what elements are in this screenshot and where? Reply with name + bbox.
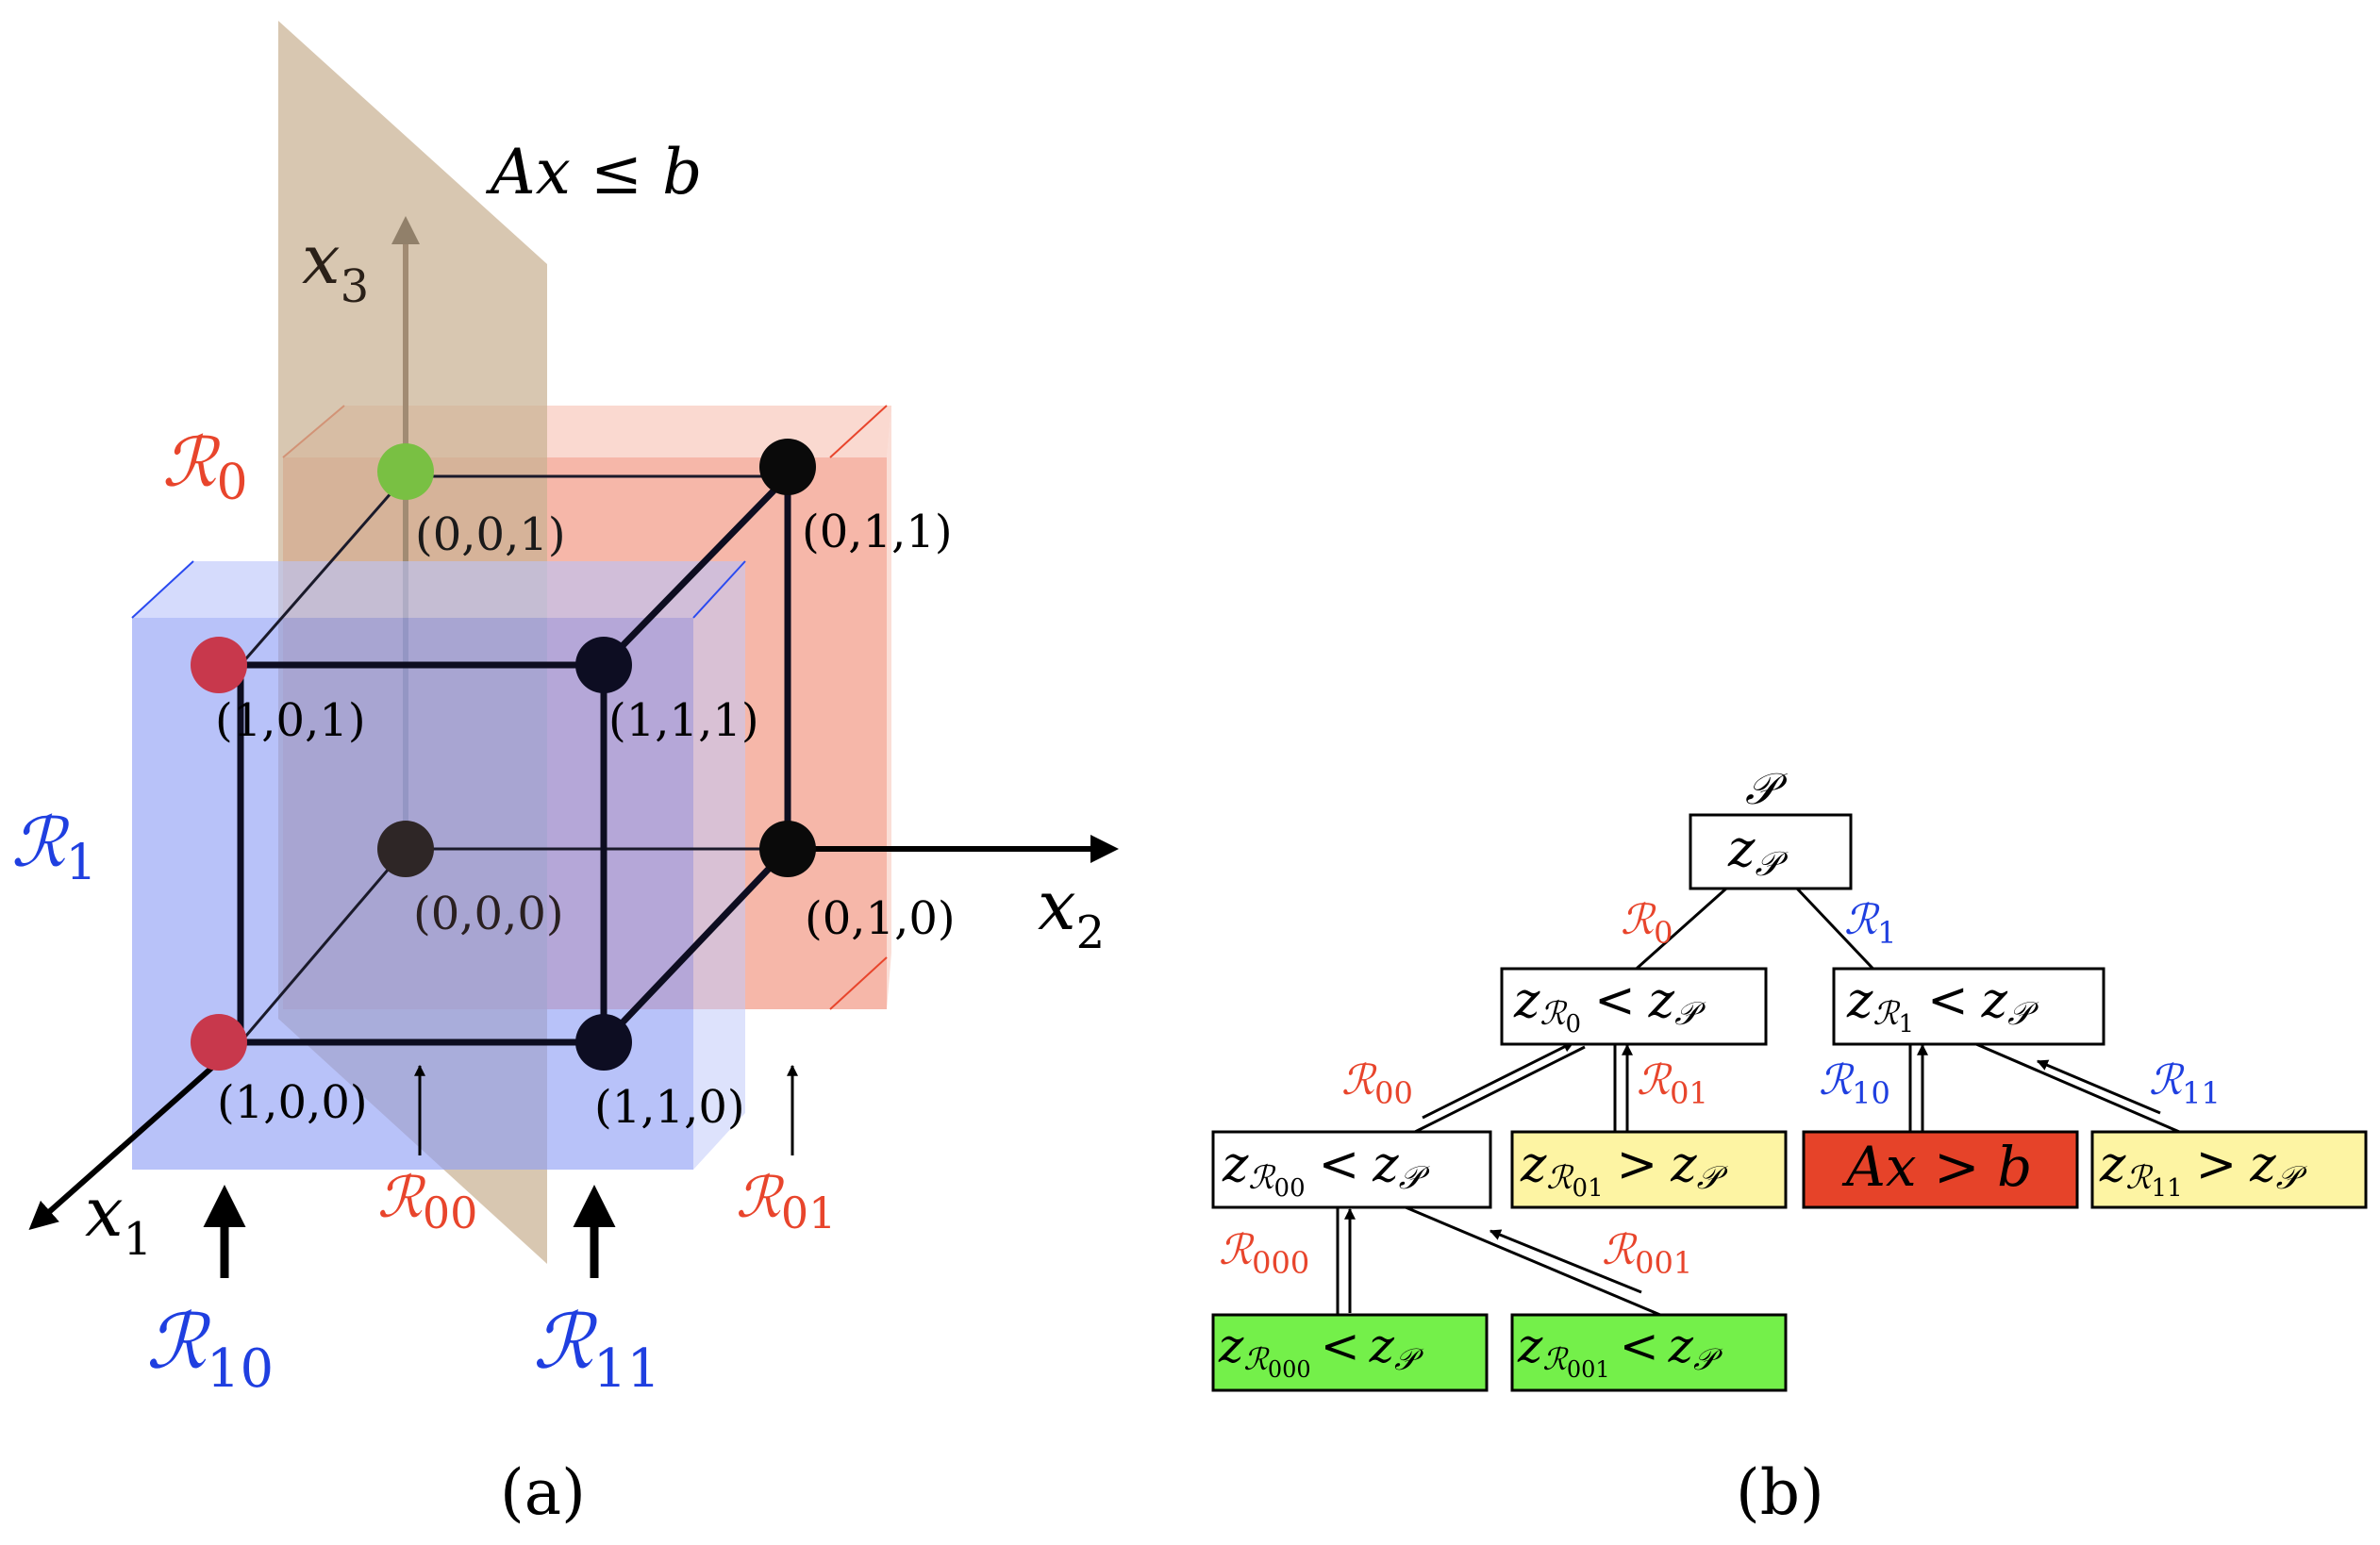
edge-label-r001: ℛ001 bbox=[1602, 1226, 1692, 1281]
svg-text:zℛ11>z𝒫: zℛ11>z𝒫 bbox=[2099, 1137, 2308, 1203]
label-v110: (1,1,0) bbox=[594, 1081, 745, 1134]
node-root: z𝒫 bbox=[1689, 813, 1853, 890]
node-r0: zℛ0<z𝒫 bbox=[1500, 967, 1768, 1046]
vertex-011 bbox=[759, 439, 816, 495]
cube-back-edges bbox=[239, 474, 788, 1043]
cube-front-edges bbox=[237, 473, 791, 1046]
vertices bbox=[191, 439, 816, 1071]
vertex-100 bbox=[191, 1014, 247, 1071]
edge-label-r00: ℛ00 bbox=[1341, 1056, 1413, 1111]
node-r001: zℛ001<z𝒫 bbox=[1510, 1313, 1788, 1392]
x1-label: x1 bbox=[85, 1172, 152, 1266]
vertex-001 bbox=[377, 443, 434, 500]
vertex-000 bbox=[377, 821, 434, 877]
label-v000: (0,0,0) bbox=[413, 888, 564, 940]
region-label-r11: ℛ11 bbox=[533, 1298, 660, 1400]
node-r01: zℛ01>z𝒫 bbox=[1510, 1130, 1788, 1209]
vertex-110 bbox=[575, 1014, 632, 1071]
vertex-101 bbox=[191, 637, 247, 693]
region-label-r0: ℛ0 bbox=[162, 423, 248, 511]
panel-b: 𝒫 z𝒫 zℛ0<z𝒫 zℛ1<z𝒫 zℛ00<z𝒫 zℛ01>z𝒫 bbox=[1211, 763, 2368, 1529]
region-label-r10: ℛ10 bbox=[146, 1298, 274, 1400]
node-r1: zℛ1<z𝒫 bbox=[1832, 967, 2105, 1046]
vertex-010 bbox=[759, 821, 816, 877]
label-v111: (1,1,1) bbox=[608, 694, 759, 747]
edge-label-r1: ℛ1 bbox=[1844, 896, 1896, 951]
node-r000: zℛ000<z𝒫 bbox=[1211, 1313, 1489, 1392]
x3-label: x3 bbox=[302, 220, 369, 313]
edge-label-r11: ℛ11 bbox=[2149, 1056, 2221, 1111]
svg-text:zℛ001<z𝒫: zℛ001<z𝒫 bbox=[1517, 1319, 1723, 1383]
label-v100: (1,0,0) bbox=[217, 1076, 368, 1129]
region-label-r00: ℛ00 bbox=[377, 1165, 477, 1238]
constraint-label: Ax ≤ b bbox=[485, 136, 702, 208]
edge-labels: ℛ0 ℛ1 ℛ00 ℛ01 ℛ10 ℛ11 ℛ000 ℛ001 bbox=[1219, 896, 2221, 1281]
label-v001: (0,0,1) bbox=[415, 508, 566, 561]
node-r11: zℛ11>z𝒫 bbox=[2090, 1130, 2368, 1209]
region-r1-box bbox=[131, 560, 746, 1170]
x2-label: x2 bbox=[1038, 866, 1105, 959]
vertex-111 bbox=[575, 637, 632, 693]
vertex-labels: (0,0,1) (0,1,1) (1,0,1) (1,1,1) (0,0,0) … bbox=[215, 506, 956, 1134]
panel-a: (0,0,1) (0,1,1) (1,0,1) (1,1,1) (0,0,0) … bbox=[11, 21, 1119, 1529]
label-v011: (0,1,1) bbox=[802, 506, 953, 558]
region-label-r01: ℛ01 bbox=[736, 1165, 836, 1238]
edge-label-r0: ℛ0 bbox=[1621, 896, 1673, 951]
x1-axis bbox=[28, 1039, 242, 1230]
svg-text:zℛ01>z𝒫: zℛ01>z𝒫 bbox=[1520, 1137, 1729, 1203]
region-label-r1: ℛ1 bbox=[11, 803, 97, 891]
root-label: 𝒫 bbox=[1745, 763, 1788, 814]
svg-text:Ax > b: Ax > b bbox=[1841, 1135, 2032, 1199]
node-r00: zℛ00<z𝒫 bbox=[1211, 1130, 1492, 1209]
tree-edges bbox=[1336, 887, 2185, 1317]
edge-label-r000: ℛ000 bbox=[1219, 1226, 1309, 1281]
svg-text:zℛ0<z𝒫: zℛ0<z𝒫 bbox=[1513, 972, 1706, 1038]
label-v101: (1,0,1) bbox=[215, 694, 366, 747]
node-r10: Ax > b bbox=[1802, 1130, 2079, 1209]
edge-label-r01: ℛ01 bbox=[1637, 1056, 1708, 1111]
label-v010: (0,1,0) bbox=[805, 892, 956, 945]
caption-b: (b) bbox=[1736, 1456, 1824, 1529]
edge-label-r10: ℛ10 bbox=[1819, 1056, 1890, 1111]
caption-a: (a) bbox=[500, 1456, 586, 1529]
